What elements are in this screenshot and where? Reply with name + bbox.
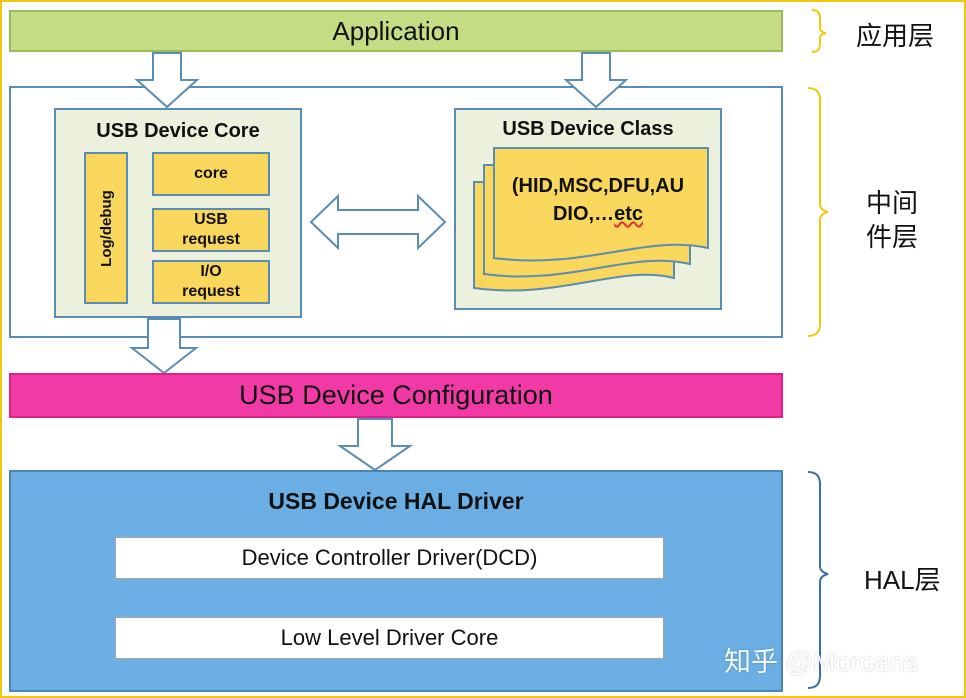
usb-device-class-list: (HID,MSC,DFU,AU DIO,…etc (492, 172, 704, 228)
usb-request-line1: USB (194, 211, 228, 228)
class-list-line1: (HID,MSC,DFU,AU (511, 175, 685, 197)
stacked-documents-icon (473, 147, 709, 292)
down-arrow-core-to-config (129, 318, 199, 375)
usb-device-configuration-bar: USB Device Configuration (9, 373, 783, 418)
core-module-box: core (152, 152, 270, 196)
application-bar: Application (9, 10, 783, 52)
hal-layer-label: HAL层 (864, 565, 941, 595)
middleware-layer-brace (807, 87, 829, 337)
usb-request-line2: request (182, 231, 240, 248)
middleware-layer-label: 中间 件层 (866, 186, 918, 254)
io-request-line2: request (182, 283, 240, 300)
io-request-line1: I/O (200, 263, 222, 280)
down-arrow-app-to-class (563, 52, 629, 109)
hal-layer-brace (807, 471, 829, 689)
application-label: Application (332, 15, 460, 46)
down-arrow-app-to-core (134, 52, 200, 109)
class-list-line2: DIO,…etc (492, 200, 704, 228)
class-list-line2-prefix: DIO,… (552, 203, 615, 225)
usb-device-hal-driver-box: USB Device HAL Driver Device Controller … (9, 470, 783, 692)
application-layer-label: 应用层 (856, 21, 935, 51)
usb-device-core-title: USB Device Core (96, 120, 260, 142)
watermark: 知乎 @Moroans (724, 647, 918, 677)
application-layer-brace (811, 9, 827, 53)
low-level-driver-label: Low Level Driver Core (280, 625, 499, 650)
hal-driver-title: USB Device HAL Driver (268, 488, 524, 514)
double-arrow-core-class (309, 193, 447, 251)
io-request-box: I/O request (152, 260, 270, 304)
core-module-label: core (194, 165, 228, 182)
low-level-driver-box: Low Level Driver Core (114, 616, 665, 660)
dcd-box: Device Controller Driver(DCD) (114, 536, 665, 580)
class-list-etc: etc (614, 203, 644, 225)
down-arrow-config-to-hal (336, 418, 414, 472)
usb-device-core-box: USB Device Core Log/debug core USB reque… (54, 108, 302, 318)
middleware-layer-line1: 中间 (866, 188, 919, 218)
usb-device-class-title: USB Device Class (502, 118, 674, 140)
middleware-layer-line2: 件层 (866, 222, 919, 252)
dcd-label: Device Controller Driver(DCD) (241, 545, 538, 570)
configuration-label: USB Device Configuration (239, 380, 553, 410)
log-debug-box: Log/debug (84, 152, 128, 304)
usb-request-box: USB request (152, 208, 270, 252)
